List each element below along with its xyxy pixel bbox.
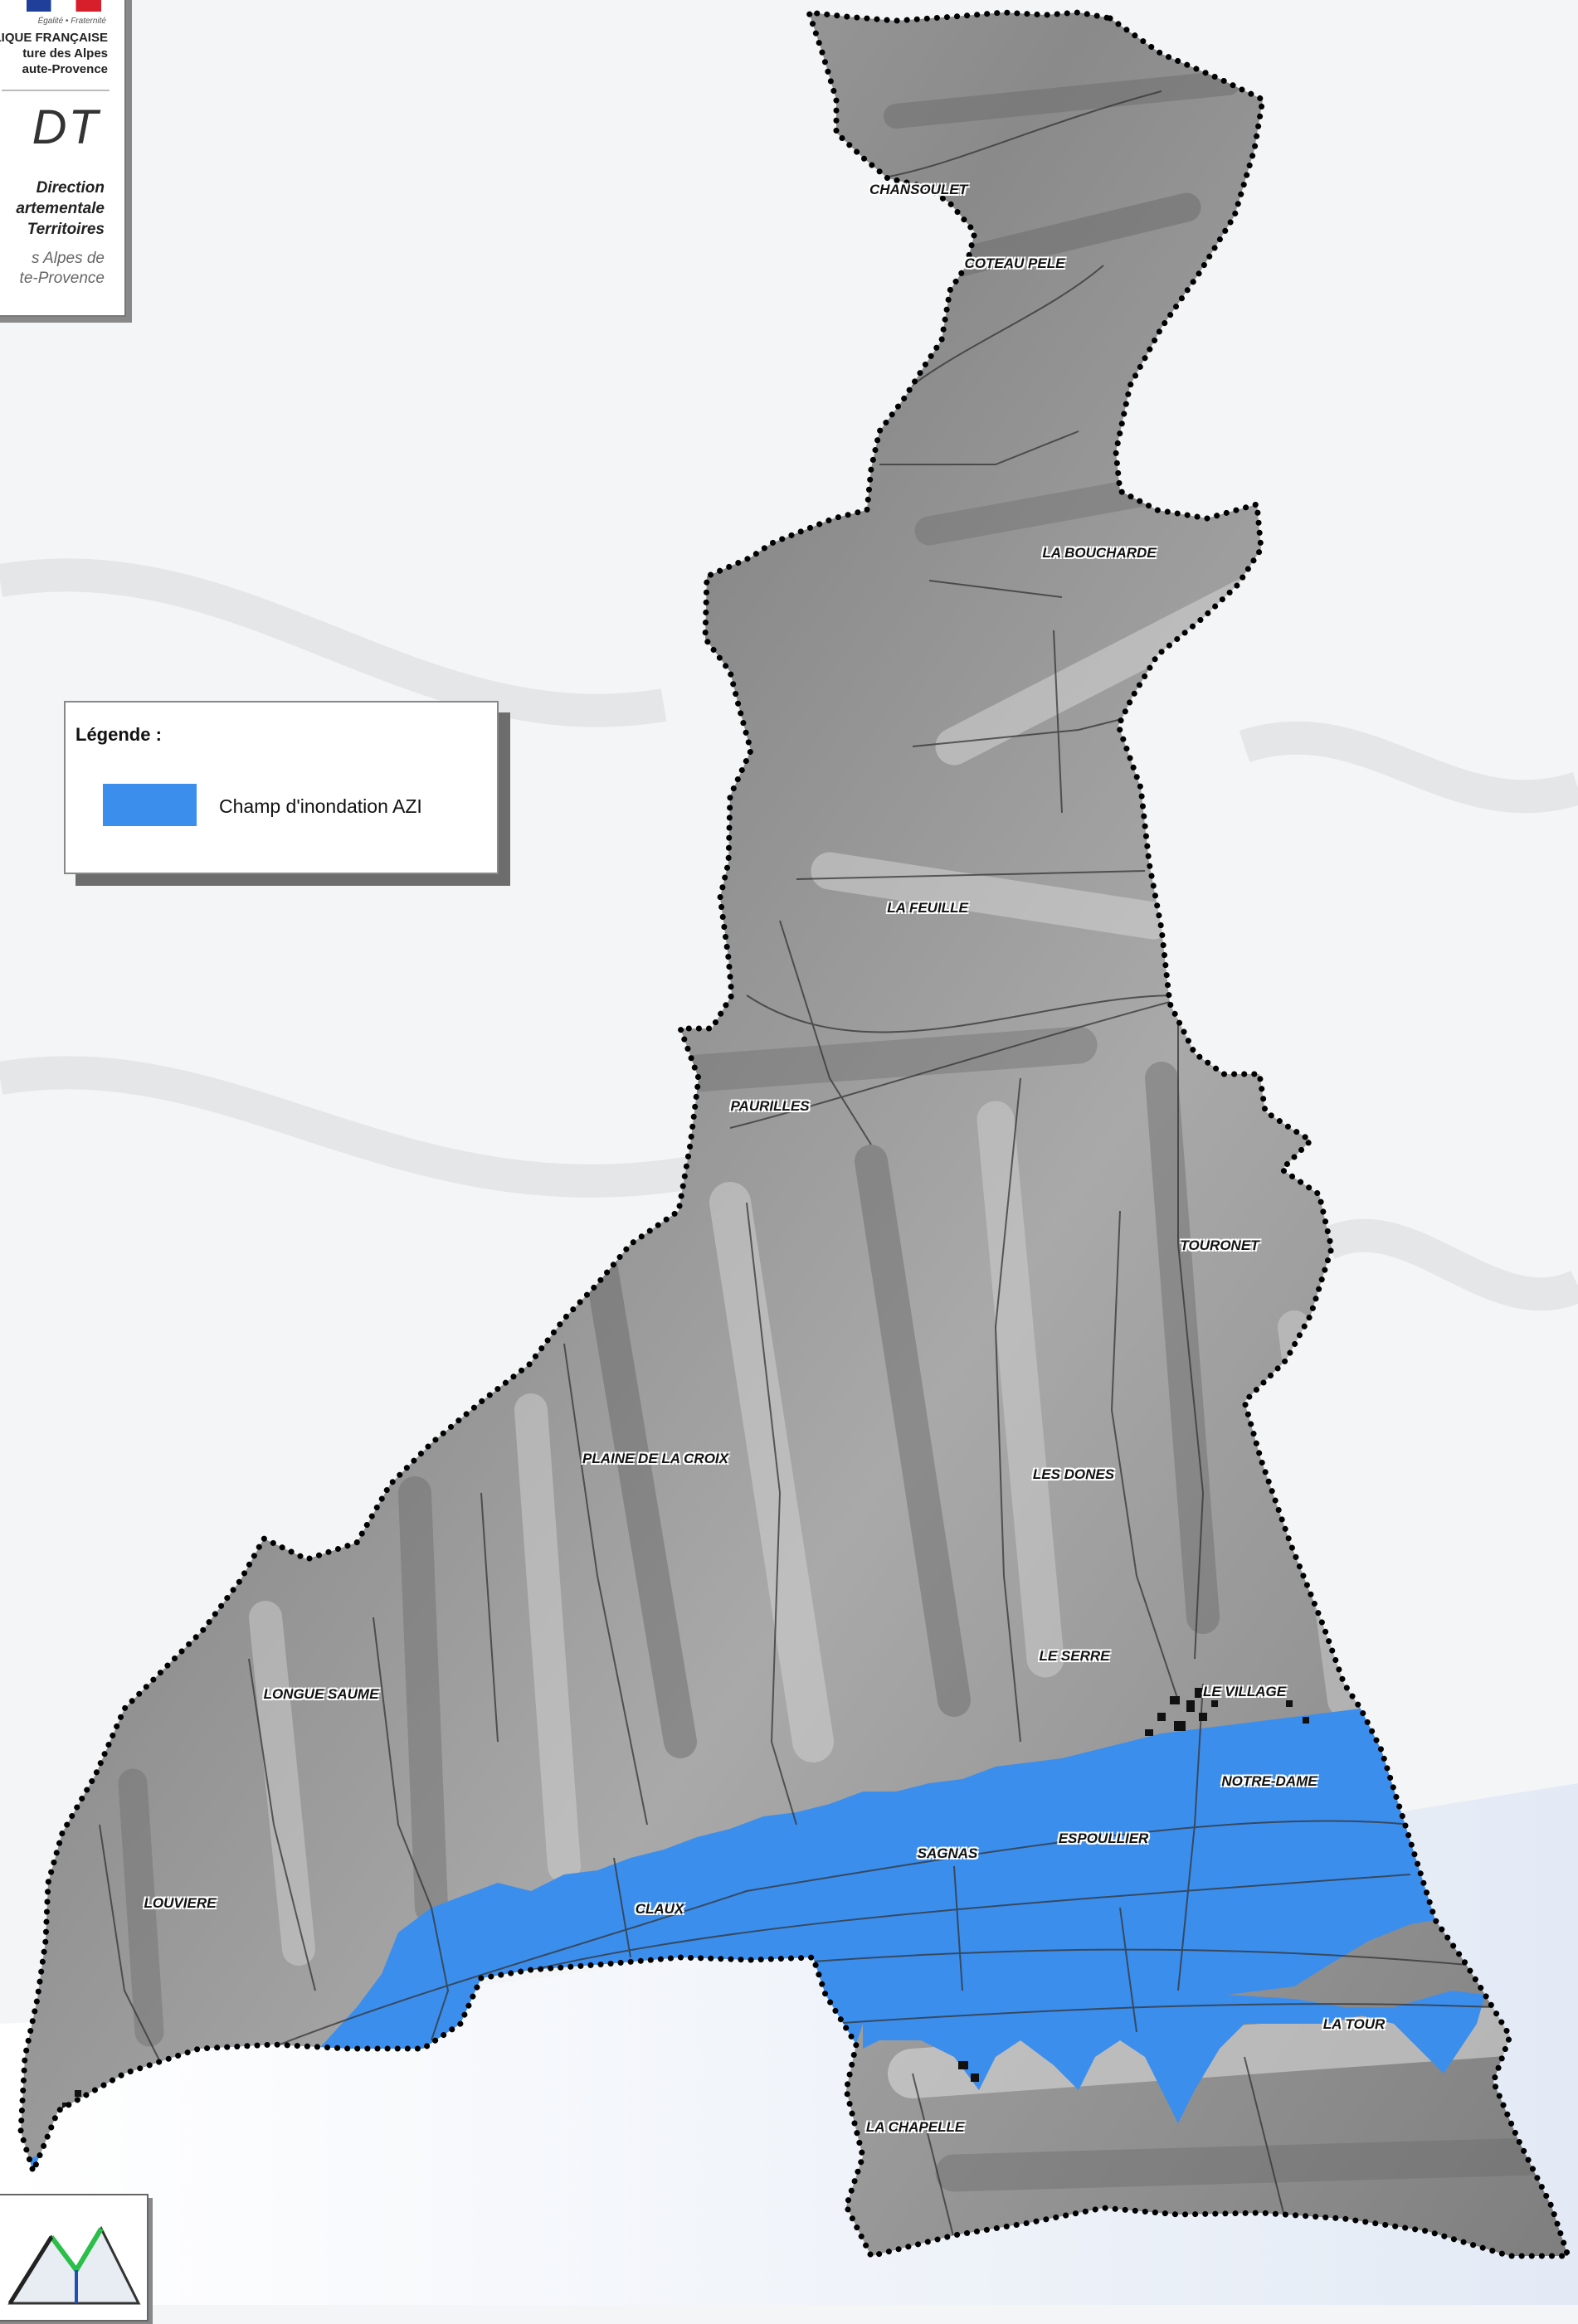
mountain-logo-icon xyxy=(7,2225,141,2305)
map-legend: Légende : Champ d'inondation AZI xyxy=(64,701,499,874)
logo-org-line-1: LIQUE FRANÇAISE xyxy=(0,31,108,45)
logo-department-line-1: s Alpes de xyxy=(31,250,105,267)
logo-direction-text: Direction artementale Territoires xyxy=(0,177,105,240)
legend-swatch-flood-zone xyxy=(103,784,197,826)
place-label-coteau-pele: COTEAU PELE xyxy=(964,255,1065,271)
place-label-les-dones: LES DONES xyxy=(1032,1466,1115,1482)
place-label-paurilles: PAURILLES xyxy=(730,1098,810,1114)
place-label-longue-saume: LONGUE SAUME xyxy=(263,1686,379,1702)
bottom-logo-panel xyxy=(0,2194,149,2322)
place-label-sagnas: SAGNAS xyxy=(917,1845,978,1861)
road-network xyxy=(49,90,1494,2240)
village-buildings xyxy=(62,1688,1309,2109)
logo-divider xyxy=(2,90,110,91)
place-label-touronet: TOURONET xyxy=(1180,1237,1259,1253)
logo-direction-line-1: Direction xyxy=(36,179,105,197)
legend-label-flood-zone: Champ d'inondation AZI xyxy=(219,795,422,817)
place-label-notre-dame: NOTRE-DAME xyxy=(1221,1773,1317,1789)
flood-zone-azi xyxy=(25,1709,1485,2171)
logo-direction-line-2: artementale xyxy=(16,200,105,217)
place-label-le-village: LE VILLAGE xyxy=(1202,1684,1287,1699)
logo-org-line-2: ture des Alpes xyxy=(22,46,108,61)
place-label-chansoulet: CHANSOULET xyxy=(869,182,968,197)
ddt-logo-text: DT xyxy=(32,100,100,154)
place-label-la-tour: LA TOUR xyxy=(1322,2016,1386,2032)
ddt-logo-panel: Égalité • Fraternité LIQUE FRANÇAISE tur… xyxy=(0,0,126,317)
place-label-espoullier: ESPOULLIER xyxy=(1058,1831,1149,1846)
logo-motto: Égalité • Fraternité xyxy=(37,17,106,26)
place-label-la-chapelle: LA CHAPELLE xyxy=(865,2119,965,2135)
logo-org-text: LIQUE FRANÇAISE ture des Alpes aute-Prov… xyxy=(0,30,108,77)
place-label-la-boucharde: LA BOUCHARDE xyxy=(1042,545,1157,561)
logo-department-text: s Alpes de te-Provence xyxy=(0,249,105,289)
place-label-le-serre: LE SERRE xyxy=(1039,1648,1110,1664)
french-flag-logo xyxy=(27,0,101,12)
place-label-plaine-de-la-croix: PLAINE DE LA CROIX xyxy=(582,1451,728,1466)
logo-direction-line-3: Territoires xyxy=(27,221,105,238)
terrain-ridges xyxy=(118,70,1554,2192)
legend-title: Légende : xyxy=(75,724,162,745)
place-label-louviere: LOUVIERE xyxy=(144,1895,217,1911)
logo-org-line-3: aute-Provence xyxy=(22,62,108,76)
background-ridges xyxy=(0,558,1578,1311)
logo-department-line-2: te-Provence xyxy=(19,270,105,287)
place-label-la-feuille: LA FEUILLE xyxy=(887,900,968,916)
place-label-claux: CLAUX xyxy=(635,1901,684,1917)
